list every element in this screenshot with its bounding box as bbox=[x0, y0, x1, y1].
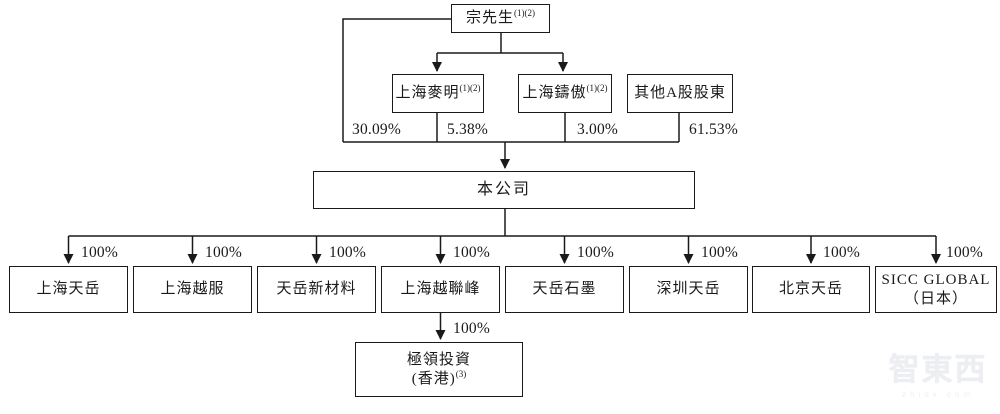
pct-other-a: 61.53% bbox=[689, 121, 738, 138]
node-the-company: 本公司 bbox=[313, 171, 695, 209]
node-other-a-shareholders-label: 其他A股股東 bbox=[634, 85, 726, 102]
node-label: 上海天岳 bbox=[36, 281, 101, 298]
pct-zhuao: 3.00% bbox=[577, 121, 619, 138]
node-tianyue-shimo: 天岳石墨 bbox=[505, 266, 624, 313]
node-shanghai-maiming-label: 上海麥明(1)(2) bbox=[395, 83, 481, 102]
watermark: 智東西 zhidx.com bbox=[878, 344, 998, 399]
node-shanghai-yuefu: 上海越服 bbox=[133, 266, 252, 313]
pct-hk: 100% bbox=[453, 320, 490, 337]
pct-sub-3: 100% bbox=[453, 244, 490, 261]
pct-sub-7: 100% bbox=[946, 244, 983, 261]
footnote-ref: (1)(2) bbox=[514, 8, 535, 19]
node-label: 上海越服 bbox=[160, 281, 225, 298]
node-label: 北京天岳 bbox=[778, 281, 843, 298]
pct-zong: 30.09% bbox=[352, 121, 401, 138]
footnote-ref: (1)(2) bbox=[586, 83, 608, 94]
node-shanghai-zhuao-label: 上海鑄傲(1)(2) bbox=[522, 83, 608, 102]
node-tianyue-xincailiao: 天岳新材料 bbox=[257, 266, 376, 313]
pct-sub-4: 100% bbox=[577, 244, 614, 261]
node-label: 天岳石墨 bbox=[532, 281, 597, 298]
node-shanghai-tianyue: 上海天岳 bbox=[9, 266, 128, 313]
node-label: 天岳新材料 bbox=[276, 281, 357, 298]
footnote-ref: (3) bbox=[455, 368, 467, 379]
node-shanghai-zhuao: 上海鑄傲(1)(2) bbox=[518, 74, 612, 113]
node-shanghai-yuelianfeng: 上海越聯峰 bbox=[381, 266, 500, 313]
node-beijing-tianyue: 北京天岳 bbox=[752, 266, 870, 313]
node-other-a-shareholders: 其他A股股東 bbox=[627, 74, 733, 113]
node-label: SICC GLOBAL （日本） bbox=[881, 271, 991, 307]
node-label: 上海越聯峰 bbox=[400, 281, 481, 298]
node-the-company-label: 本公司 bbox=[476, 181, 531, 198]
pct-sub-0: 100% bbox=[81, 244, 118, 261]
watermark-logo-text: 智東西 bbox=[888, 352, 988, 387]
node-label: 極領投資 (香港)(3) bbox=[406, 351, 471, 387]
connector-zong-direct bbox=[342, 18, 452, 142]
node-mr-zong: 宗先生(1)(2) bbox=[451, 4, 550, 33]
pct-maiming: 5.38% bbox=[447, 121, 489, 138]
pct-sub-5: 100% bbox=[701, 244, 738, 261]
pct-sub-6: 100% bbox=[823, 244, 860, 261]
pct-sub-2: 100% bbox=[329, 244, 366, 261]
watermark-url-text: zhidx.com bbox=[901, 390, 974, 399]
node-jiling-investment-hk: 極領投資 (香港)(3) bbox=[355, 342, 523, 397]
footnote-ref: (1)(2) bbox=[459, 83, 481, 94]
node-sicc-global-japan: SICC GLOBAL （日本） bbox=[875, 266, 997, 313]
node-label: 深圳天岳 bbox=[656, 281, 721, 298]
node-shenzhen-tianyue: 深圳天岳 bbox=[629, 266, 748, 313]
pct-sub-1: 100% bbox=[205, 244, 242, 261]
node-mr-zong-label: 宗先生(1)(2) bbox=[465, 8, 535, 27]
node-shanghai-maiming: 上海麥明(1)(2) bbox=[392, 74, 484, 113]
